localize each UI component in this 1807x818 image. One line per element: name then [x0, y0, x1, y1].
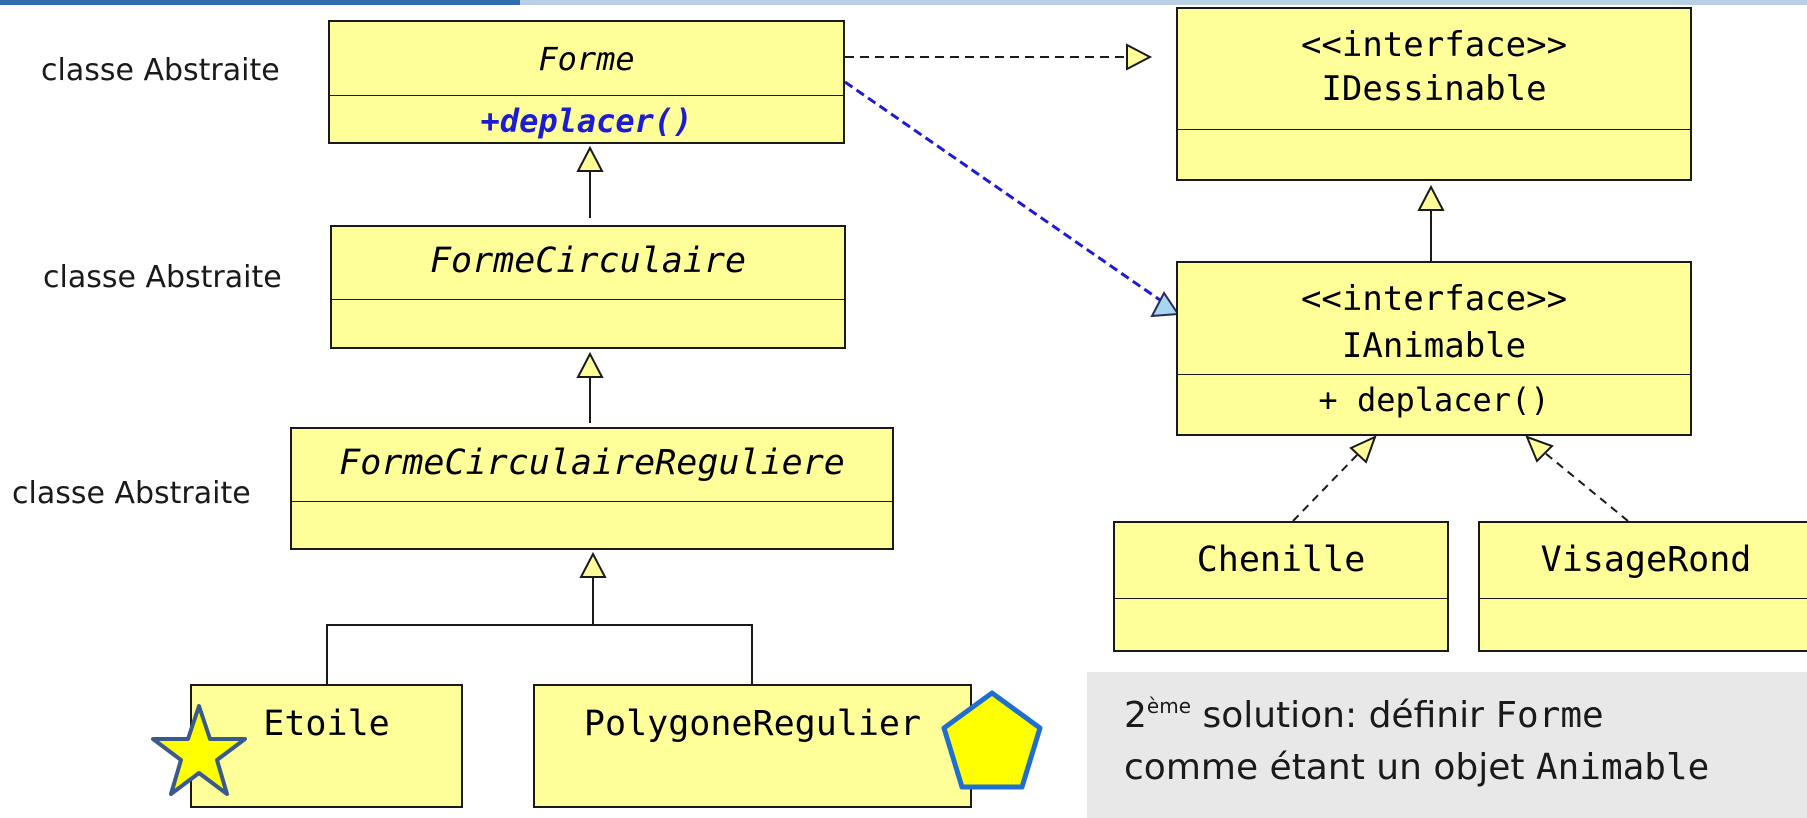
note-text2: comme étant un objet — [1124, 747, 1536, 788]
class-formecirculaire-name: FormeCirculaire — [429, 241, 747, 281]
class-forme-method: +deplacer() — [480, 102, 693, 140]
realize-line-visagerond — [1544, 452, 1629, 522]
realize-arrow-ianimable — [1150, 291, 1180, 318]
interface-idessinable-stereotype: <<interface>> — [1300, 25, 1568, 65]
interface-idessinable[interactable]: <<interface>> IDessinable — [1176, 7, 1692, 181]
class-chenille-divider — [1115, 598, 1447, 599]
class-fcr-name: FormeCirculaireReguliere — [339, 443, 845, 483]
note-ordinal-suffix: ème — [1146, 694, 1191, 718]
label-abstract-fcr: classe Abstraite — [12, 476, 251, 511]
top-border-accent — [0, 0, 520, 5]
solution-note: 2ème solution: définir Forme comme étant… — [1087, 672, 1807, 818]
realize-line-forme-ianimable — [844, 80, 1161, 302]
extend-arrow-idessinable — [1417, 184, 1445, 211]
class-chenille[interactable]: Chenille — [1113, 521, 1449, 652]
class-formecirculaire-divider — [332, 299, 844, 300]
inherit-branch — [326, 624, 753, 684]
realize-arrow-idessinable — [1126, 43, 1153, 71]
star-icon — [151, 704, 247, 796]
inherit-arrow-forme — [576, 145, 604, 172]
interface-ianimable[interactable]: <<interface>> IAnimable + deplacer() — [1176, 261, 1692, 436]
class-visagerond-divider — [1480, 598, 1807, 599]
inherit-arrow-formecirculaire — [576, 351, 604, 378]
class-etoile-name: Etoile — [263, 704, 390, 744]
label-abstract-forme: classe Abstraite — [41, 53, 280, 88]
class-forme[interactable]: Forme +deplacer() — [328, 20, 845, 144]
label-abstract-formecirculaire: classe Abstraite — [43, 260, 282, 295]
interface-ianimable-stereotype: <<interface>> — [1300, 279, 1568, 319]
note-code-forme: Forme — [1495, 695, 1604, 736]
realize-line-chenille — [1292, 451, 1361, 522]
solution-note-line1: 2ème solution: définir Forme — [1124, 690, 1807, 742]
realize-arrow-chenille — [1349, 435, 1377, 464]
interface-ianimable-name: IAnimable — [1341, 326, 1527, 366]
note-text1: définir — [1357, 695, 1496, 736]
interface-idessinable-name: IDessinable — [1321, 69, 1547, 109]
class-forme-name: Forme — [538, 40, 635, 78]
top-border — [0, 0, 1807, 5]
realize-arrow-visagerond — [1525, 435, 1554, 463]
note-lead: solution: — [1191, 695, 1358, 736]
note-ordinal: 2 — [1124, 695, 1147, 736]
note-code-animable: Animable — [1535, 747, 1710, 788]
class-forme-divider — [330, 95, 843, 96]
solution-note-line2: comme étant un objet Animable — [1124, 742, 1807, 794]
interface-idessinable-divider — [1178, 129, 1690, 130]
class-visagerond-name: VisageRond — [1540, 540, 1752, 580]
class-visagerond[interactable]: VisageRond — [1478, 521, 1807, 652]
class-chenille-name: Chenille — [1196, 540, 1366, 580]
interface-ianimable-divider — [1178, 374, 1690, 375]
class-polygoneregulier[interactable]: PolygoneRegulier — [533, 684, 972, 808]
inherit-arrow-fcr — [579, 551, 607, 578]
class-formecirculairereguliere[interactable]: FormeCirculaireReguliere — [290, 427, 894, 550]
class-polygoneregulier-name: PolygoneRegulier — [583, 704, 922, 744]
class-fcr-divider — [292, 501, 892, 502]
class-formecirculaire[interactable]: FormeCirculaire — [330, 225, 846, 349]
pentagon-icon — [941, 690, 1043, 790]
interface-ianimable-method: + deplacer() — [1318, 381, 1550, 419]
